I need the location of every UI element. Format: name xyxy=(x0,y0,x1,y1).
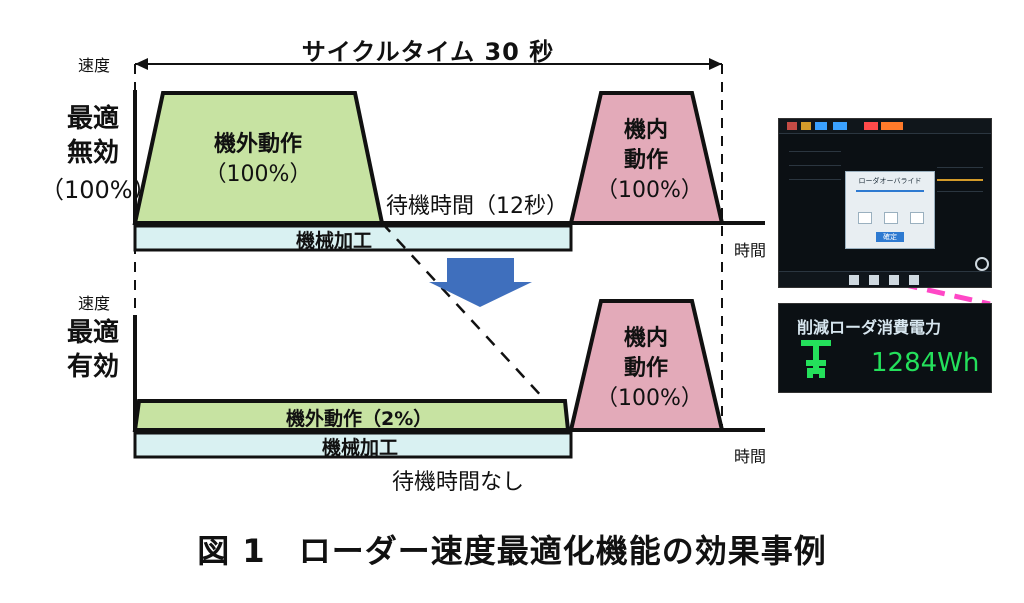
cycle-arrow-left-head xyxy=(135,58,148,70)
top-internal-motion-label: 機内 動作 （100%） xyxy=(596,116,703,206)
figure-caption: 図 1 ローダー速度最適化機能の効果事例 xyxy=(197,532,827,570)
bottom-internal-motion-shape xyxy=(568,299,725,432)
bottom-machining-label: 機械加工 xyxy=(322,437,399,459)
top-condition-line-1: 最適 xyxy=(66,104,119,134)
inset-bottom-icon-2[interactable] xyxy=(869,275,879,285)
inset-status-icon-blue-2 xyxy=(833,122,847,130)
top-machining-label: 機械加工 xyxy=(296,230,373,252)
inset-status-icon-red-2 xyxy=(864,122,878,130)
bottom-external-motion-shape xyxy=(132,399,571,432)
inset-dialog-btn-2[interactable] xyxy=(884,212,898,224)
inset-zoom-title: 削減ローダ消費電力 xyxy=(797,318,942,337)
top-external-motion-line-1: 機外動作 xyxy=(213,132,302,157)
cycle-time-label: サイクルタイム 30 秒 xyxy=(301,38,555,66)
inset-dialog-btn-3[interactable] xyxy=(910,212,924,224)
inset-dialog-btn-1[interactable] xyxy=(858,212,872,224)
inset-toolbar xyxy=(779,119,991,134)
inset-right-line-3 xyxy=(937,191,983,192)
inset-right-line-1 xyxy=(937,167,983,168)
inset-dialog-ok-button[interactable]: 確定 xyxy=(876,232,904,242)
inset-ui-screenshot: ローダオーバライド 確定 xyxy=(778,118,992,288)
bottom-internal-motion-line-3: （100%） xyxy=(596,386,703,411)
top-internal-motion-line-3: （100%） xyxy=(596,178,703,203)
inset-gear-icon[interactable] xyxy=(975,257,989,271)
cycle-arrow-right-head xyxy=(709,58,722,70)
top-time-label: 時間 xyxy=(734,241,767,260)
down-arrow-icon xyxy=(429,258,532,307)
inset-stat-line-1 xyxy=(789,141,841,152)
bottom-internal-motion-line-2: 動作 xyxy=(623,356,668,381)
inset-bottom-icon-4[interactable] xyxy=(909,275,919,285)
inset-stat-line-3 xyxy=(789,169,841,180)
inset-zoom-panel: 削減ローダ消費電力 1284Wh xyxy=(778,303,992,393)
bottom-speed-label: 速度 xyxy=(78,294,111,313)
inset-right-line-2 xyxy=(937,179,983,181)
bottom-machining-bar xyxy=(133,431,573,459)
top-external-motion-line-2: （100%） xyxy=(204,162,312,187)
bottom-internal-motion-line-1: 機内 xyxy=(623,326,668,351)
inset-dialog-title: ローダオーバライド xyxy=(858,177,922,185)
slowdown-dashed-diagonal xyxy=(381,222,569,426)
inset-left-stats xyxy=(789,141,844,180)
top-internal-motion-line-1: 機内 xyxy=(623,118,668,143)
top-condition-line-2: 無効 xyxy=(66,138,119,168)
inset-bottom-icon-1[interactable] xyxy=(849,275,859,285)
inset-status-icon-orange xyxy=(801,122,811,130)
top-machining-bar xyxy=(133,224,573,252)
inset-right-panel xyxy=(937,167,985,207)
inset-bottom-icon-3[interactable] xyxy=(889,275,899,285)
loader-crane-icon xyxy=(801,340,831,378)
top-external-motion-shape xyxy=(132,91,385,225)
bottom-condition: 最適 有効 xyxy=(58,316,128,384)
top-condition-percent: （100%） xyxy=(40,176,157,204)
top-internal-motion-line-2: 動作 xyxy=(623,148,668,173)
top-internal-motion-shape xyxy=(568,91,725,225)
bottom-no-wait-label: 待機時間なし xyxy=(392,470,525,495)
inset-status-icon-red xyxy=(787,122,797,130)
inset-dialog-slider[interactable] xyxy=(856,190,924,192)
bottom-external-motion-label: 機外動作（2%） xyxy=(286,408,433,430)
bottom-condition-line-2: 有効 xyxy=(66,352,119,382)
bottom-time-label: 時間 xyxy=(734,447,767,466)
inset-bottom-bar xyxy=(779,271,991,287)
bottom-internal-motion-label: 機内 動作 （100%） xyxy=(596,324,703,414)
top-wait-label: 待機時間（12秒） xyxy=(386,194,568,219)
inset-status-icon-orange-2 xyxy=(881,122,903,130)
inset-status-icon-blue xyxy=(815,122,827,130)
inset-stat-line-2 xyxy=(789,155,841,166)
top-external-motion-label: 機外動作 （100%） xyxy=(178,130,338,190)
inset-dialog: ローダオーバライド 確定 xyxy=(845,171,935,249)
top-speed-label: 速度 xyxy=(78,56,111,75)
top-condition: 最適 無効 xyxy=(58,102,128,170)
inset-zoom-value: 1284Wh xyxy=(871,348,980,378)
bottom-condition-line-1: 最適 xyxy=(66,318,119,348)
